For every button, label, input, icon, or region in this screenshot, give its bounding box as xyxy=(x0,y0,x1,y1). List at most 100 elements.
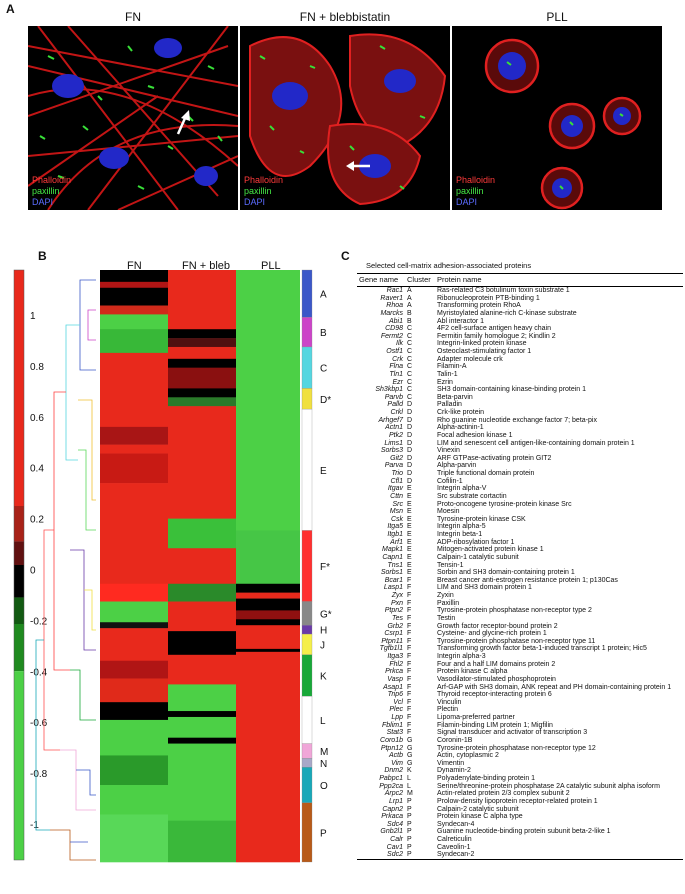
gene-name-cell: Crk xyxy=(392,355,403,363)
protein-name-cell: Filamin-A xyxy=(437,363,467,371)
heatmap-cell xyxy=(236,583,300,593)
protein-name-cell: Calpain-1 catalytic subunit xyxy=(437,553,519,561)
protein-name-cell: Talin-1 xyxy=(437,370,458,378)
cluster-cell: A xyxy=(407,294,412,302)
gene-name-cell: Lasp1 xyxy=(383,584,403,592)
gene-name-cell: Trio xyxy=(391,470,403,477)
gene-name-cell: Abi1 xyxy=(388,317,403,325)
protein-name-cell: Actin, cytoplasmic 2 xyxy=(437,752,499,760)
colorbar-tick-label: 0.8 xyxy=(30,362,44,373)
gene-name-cell: Ptpn11 xyxy=(381,637,403,645)
gene-name-cell: Actn1 xyxy=(385,424,403,432)
cluster-cell: C xyxy=(407,393,413,401)
cluster-label: O xyxy=(320,781,328,792)
cluster-cell: P xyxy=(407,836,412,843)
colorbar-tick-label: 0 xyxy=(30,566,36,577)
cluster-bar-segment xyxy=(301,758,313,768)
heatmap-cell xyxy=(168,548,236,585)
table-caption: Selected cell-matrix adhesion-associated… xyxy=(366,261,532,270)
cluster-label: C xyxy=(320,364,327,375)
heatmap-cell xyxy=(168,716,236,738)
gene-name-cell: Parvb xyxy=(384,393,403,401)
heatmap-cell xyxy=(100,702,168,721)
cluster-cell: F xyxy=(407,675,412,683)
colorbar-tick-label: -0.2 xyxy=(30,616,48,627)
gene-name-cell: Git2 xyxy=(390,454,403,462)
protein-name-cell: Sorbin and SH3 domain-containing protein… xyxy=(437,569,575,577)
gene-name-cell: Src xyxy=(392,500,404,508)
gene-name-cell: Mapk1 xyxy=(381,546,403,554)
protein-name-cell: Rho guanine nucleotide exchange factor 7… xyxy=(437,416,597,424)
cluster-bar-segment xyxy=(301,388,313,410)
cluster-cell: P xyxy=(407,820,412,828)
cluster-bar-segment xyxy=(301,601,313,626)
micrograph-image: Phalloidin paxillin DAPI xyxy=(240,26,450,210)
gene-name-cell: Ilk xyxy=(396,340,403,348)
protein-name-cell: LIM and senescent cell antigen-like-cont… xyxy=(437,439,635,447)
heatmap-cell xyxy=(168,367,236,389)
colorbar-segment xyxy=(14,597,24,624)
heatmap-cell xyxy=(236,530,300,585)
heatmap-cell xyxy=(236,598,300,611)
protein-name-cell: Alpha-parvin xyxy=(437,462,477,470)
protein-name-cell: Proto-oncogene tyrosine-protein kinase S… xyxy=(437,500,572,508)
colorbar-tick-label: 0.4 xyxy=(30,464,44,475)
cluster-cell: C xyxy=(407,355,413,363)
heatmap-cell xyxy=(168,397,236,407)
cluster-cell: P xyxy=(407,851,437,860)
heatmap-cell xyxy=(100,287,168,306)
cluster-cell: F xyxy=(407,729,412,737)
heatmap-cell xyxy=(100,814,168,863)
cluster-bar-segment xyxy=(301,743,313,759)
heatmap-cell xyxy=(100,270,168,283)
gene-name-cell: Ostf1 xyxy=(386,348,403,355)
cluster-bar-segment xyxy=(301,654,313,697)
gene-name-cell: Calr xyxy=(390,836,403,843)
gene-name-cell: Palld xyxy=(387,401,403,409)
cluster-cell: F xyxy=(407,584,412,592)
dendrogram-branch xyxy=(76,769,96,796)
heatmap-cell xyxy=(100,305,168,315)
heatmap-column-label-fn: FN xyxy=(127,260,142,272)
cluster-cell: F xyxy=(407,637,412,645)
gene-name-cell: Dnm2 xyxy=(384,767,403,775)
cluster-cell: E xyxy=(407,569,412,577)
heatmap-cell xyxy=(168,601,236,632)
cluster-label: D* xyxy=(320,395,331,406)
heatmap-cell xyxy=(168,270,236,330)
gene-name-cell: Tgfb1l1 xyxy=(379,645,403,653)
colorbar-tick-label: -0.6 xyxy=(30,718,48,729)
gene-name-cell: Sh3kbp1 xyxy=(375,386,403,394)
cluster-bar-segment xyxy=(301,408,313,531)
protein-name-cell: Moesin xyxy=(437,508,460,516)
cluster-cell: P xyxy=(407,828,412,836)
gene-name-cell: Arf1 xyxy=(390,538,403,546)
gene-name-cell: Cfl1 xyxy=(390,477,403,485)
gene-name-cell: Fblim1 xyxy=(381,721,403,729)
cluster-cell: C xyxy=(407,348,413,355)
cluster-cell: F xyxy=(407,653,412,660)
heatmap-cell xyxy=(168,388,236,398)
cluster-cell: A xyxy=(407,287,412,294)
cluster-cell: A xyxy=(407,302,412,310)
cluster-cell: E xyxy=(407,561,412,569)
gene-name-cell: Crkl xyxy=(390,409,403,416)
colorbar-segment xyxy=(14,541,24,565)
colorbar-segment xyxy=(14,506,24,542)
gene-name-cell: Capn1 xyxy=(382,553,403,561)
